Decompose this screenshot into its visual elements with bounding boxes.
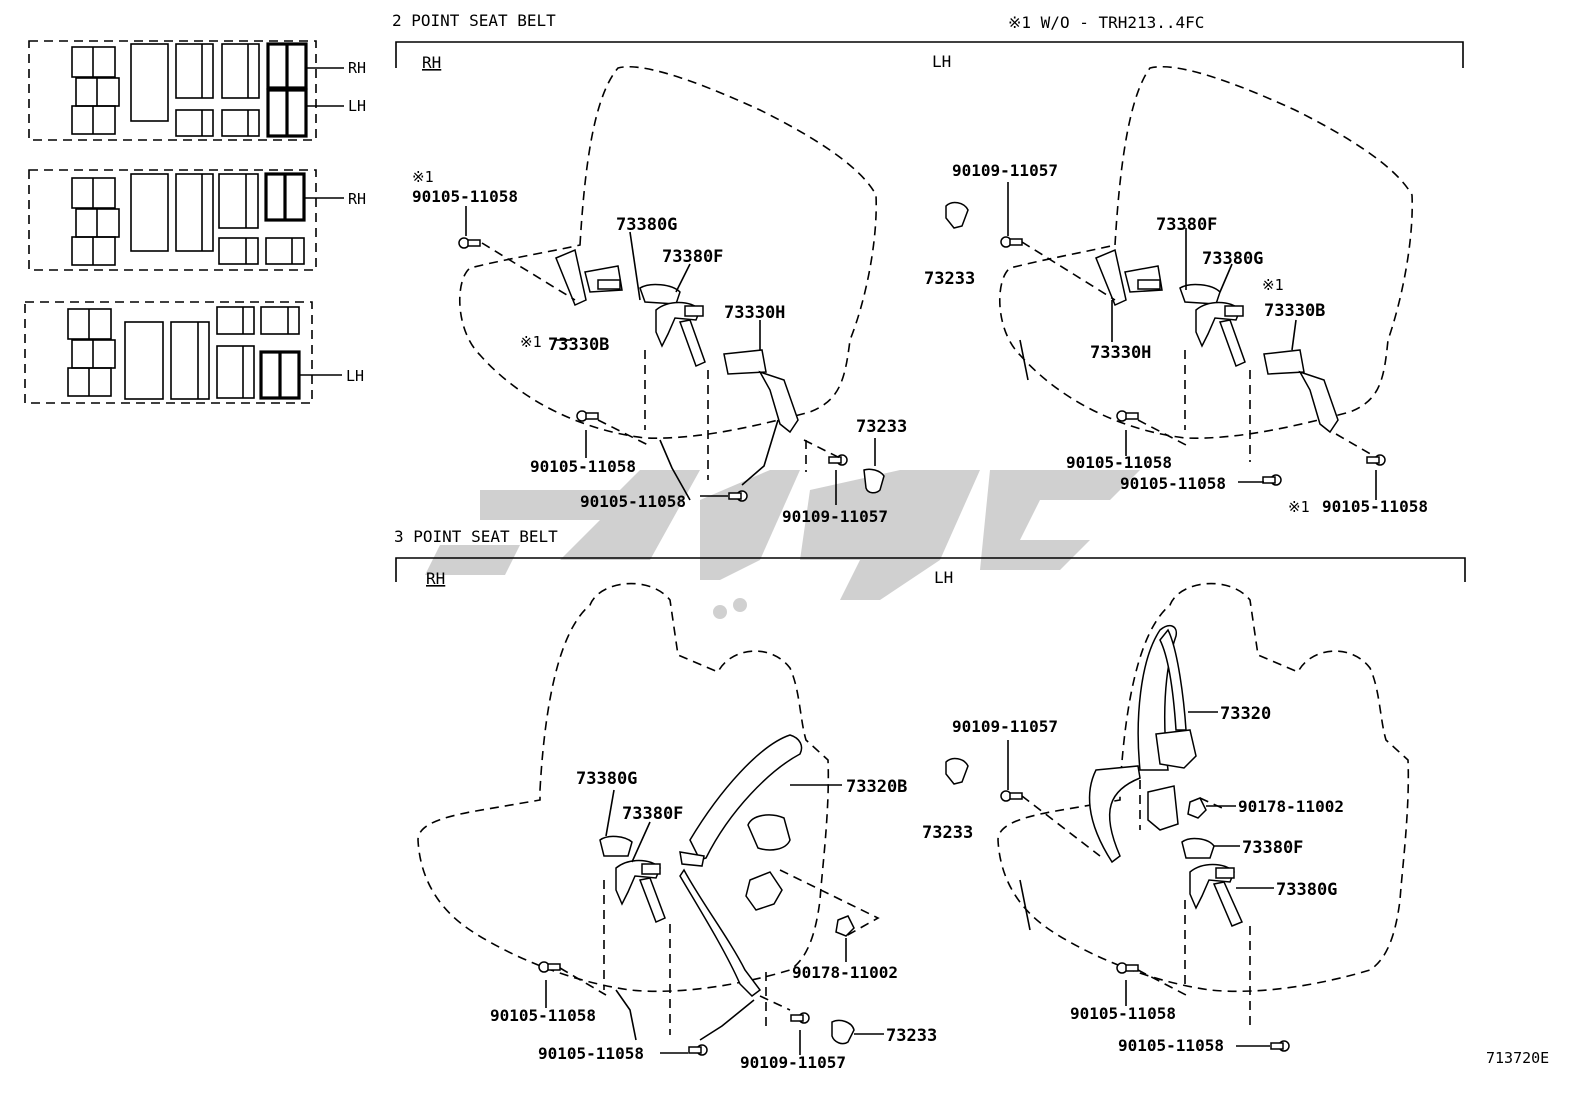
rh2-bolt-d-label: 90109-11057 (782, 507, 888, 526)
lh3-cover-label: 73233 (922, 823, 973, 843)
two-point-rh-drawing (458, 65, 885, 505)
lh2-belt-b-mark: ※1 (1262, 276, 1284, 294)
lh2-belt-h-label: 73330H (1090, 343, 1151, 363)
three-point-rh-label: RH (426, 569, 445, 588)
two-point-title: 2 POINT SEAT BELT (392, 11, 556, 30)
lh2-bolt-a-label: 90105-11058 (1066, 453, 1172, 472)
rh2-belt-f-label: 73380F (662, 247, 723, 267)
rh3-bolt-b-label: 90105-11058 (538, 1044, 644, 1063)
watermark-logo (425, 470, 1140, 619)
rh2-cover-label: 73233 (856, 417, 907, 437)
diagram-code: 713720E (1486, 1049, 1549, 1067)
two-point-lh-drawing (945, 65, 1414, 500)
three-point-frame (395, 557, 1466, 582)
layout1-rh-label: RH (348, 59, 366, 77)
lh3-nut-label: 90178-11002 (1238, 797, 1344, 816)
rh3-nut-label: 90178-11002 (792, 963, 898, 982)
two-point-lh-label: LH (932, 52, 951, 71)
three-point-lh-drawing (945, 582, 1410, 1052)
seat-layout-1 (28, 40, 344, 141)
lh3-bolt-top-label: 90109-11057 (952, 717, 1058, 736)
rh2-belt-b-label: 73330B (548, 335, 609, 355)
lh2-belt-g-label: 73380G (1202, 249, 1263, 269)
two-point-frame (395, 41, 1464, 68)
lh3-bolt-b-label: 90105-11058 (1118, 1036, 1224, 1055)
lh2-belt-b-label: 73330B (1264, 301, 1325, 321)
lh2-belt-f-label: 73380F (1156, 215, 1217, 235)
lh2-cover-label: 73233 (924, 269, 975, 289)
layout3-lh-label: LH (346, 367, 364, 385)
two-point-rh-label: RH (422, 53, 441, 72)
layout1-lh-label: LH (348, 97, 366, 115)
lh2-bolt-c-label: 90105-11058 (1322, 497, 1428, 516)
three-point-rh-drawing (417, 582, 884, 1056)
layout2-rh-label: RH (348, 190, 366, 208)
rh2-belt-g-label: 73380G (616, 215, 677, 235)
rh3-retractor-label: 73320B (846, 777, 907, 797)
lh2-bolt-c-mark: ※1 (1288, 498, 1310, 516)
seat-layout-2 (28, 169, 344, 271)
rh2-bolt-c-label: 90105-11058 (580, 492, 686, 511)
lh3-bolt-a-label: 90105-11058 (1070, 1004, 1176, 1023)
lh3-retractor-label: 73320 (1220, 704, 1271, 724)
rh2-belt-b-mark: ※1 (520, 333, 542, 351)
seat-layout-3 (24, 301, 342, 404)
rh2-bolt-b-label: 90105-11058 (530, 457, 636, 476)
three-point-lh-label: LH (934, 568, 953, 587)
rh3-bolt-a-label: 90105-11058 (490, 1006, 596, 1025)
lh3-belt-f-label: 73380F (1242, 838, 1303, 858)
rh3-bolt-c-label: 90109-11057 (740, 1053, 846, 1072)
footnote-text: ※1 W/O - TRH213..4FC (1008, 13, 1204, 32)
lh3-belt-g-label: 73380G (1276, 880, 1337, 900)
lh2-bolt-top-label: 90109-11057 (952, 161, 1058, 180)
lh2-bolt-b-label: 90105-11058 (1120, 474, 1226, 493)
three-point-title: 3 POINT SEAT BELT (394, 527, 558, 546)
rh2-belt-h-label: 73330H (724, 303, 785, 323)
rh3-cover-label: 73233 (886, 1026, 937, 1046)
rh2-bolt-a-label: 90105-11058 (412, 187, 518, 206)
rh3-belt-f-label: 73380F (622, 804, 683, 824)
rh2-note-mark: ※1 (412, 168, 434, 186)
rh3-belt-g-label: 73380G (576, 769, 637, 789)
